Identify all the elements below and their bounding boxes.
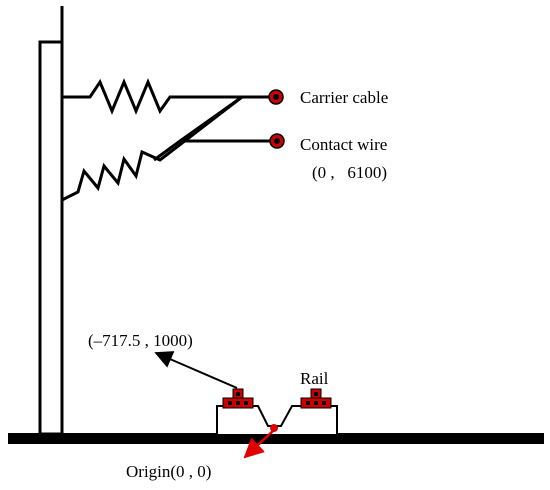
origin-arrow (243, 429, 275, 459)
pole (38, 6, 64, 436)
contact-wire-label: Contact wire (300, 135, 388, 154)
ground-bar (8, 433, 544, 444)
rail-coord-label: (–717.5 , 1000) (88, 331, 193, 350)
contact-wire-coord-label: (0 , 6100) (312, 163, 388, 182)
origin-dot (270, 424, 278, 432)
rail-coord-arrow (154, 351, 238, 389)
upper-cantilever (62, 78, 242, 115)
lower-cantilever (61, 95, 243, 202)
right-rail-marker (300, 388, 332, 409)
contact-wire-node (269, 133, 285, 149)
left-rail-marker (222, 388, 254, 409)
steady-arm (153, 95, 277, 162)
carrier-cable-label: Carrier cable (300, 88, 389, 107)
origin-label: Origin(0 , 0) (126, 462, 212, 481)
carrier-cable-node (268, 89, 284, 105)
rail-label: Rail (300, 369, 329, 388)
